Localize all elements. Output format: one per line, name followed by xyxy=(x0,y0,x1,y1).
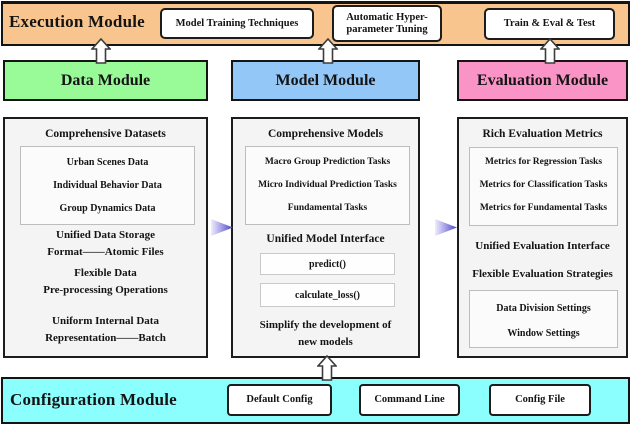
list-item: Macro Group Prediction Tasks xyxy=(264,157,391,167)
exec-box-train-eval-test: Train & Eval & Test xyxy=(484,8,615,40)
list-item: Data Division Settings xyxy=(496,303,591,314)
list-item: Urban Scenes Data xyxy=(66,157,149,168)
exec-box-label: Automatic Hyper-parameter Tuning xyxy=(346,11,428,35)
config-box-label: Command Line xyxy=(374,394,445,405)
evaluation-interface-header: Unified Evaluation Interface xyxy=(475,240,610,252)
model-section-header: Comprehensive Models xyxy=(267,128,384,140)
exec-box-model-training-techniques: Model Training Techniques xyxy=(160,8,314,39)
list-item: Window Settings xyxy=(507,328,580,339)
up-arrow-icon xyxy=(317,355,337,381)
list-item: Metrics for Regression Tasks xyxy=(484,157,603,167)
model-module-header: Model Module xyxy=(231,60,420,101)
feature-line: Pre-processing Operations xyxy=(43,284,168,296)
list-item: Micro Individual Prediction Tasks xyxy=(258,180,397,190)
list-item: Metrics for Fundamental Tasks xyxy=(479,203,608,213)
feature-line: Unified Data Storage xyxy=(56,229,155,241)
data-feature-representation: Uniform Internal Data Representation——Ba… xyxy=(5,313,206,347)
model-interface-header: Unified Model Interface xyxy=(266,233,385,245)
evaluation-module-title: Evaluation Module xyxy=(476,71,609,89)
evaluation-module-header: Evaluation Module xyxy=(457,60,628,101)
list-item: Fundamental Tasks xyxy=(287,203,368,213)
up-arrow-icon xyxy=(91,38,111,64)
up-arrow-icon xyxy=(318,38,338,64)
datasets-list: Urban Scenes Data Individual Behavior Da… xyxy=(20,146,195,225)
feature-line: Representation——Batch xyxy=(45,332,166,344)
exec-box-automatic-hyperparameter-tuning: Automatic Hyper-parameter Tuning xyxy=(332,5,442,42)
configuration-module-title: Configuration Module xyxy=(10,390,177,409)
up-arrow-icon xyxy=(540,38,560,64)
data-module-content: Comprehensive Datasets Urban Scenes Data… xyxy=(3,117,208,358)
evaluation-section-header: Rich Evaluation Metrics xyxy=(482,128,603,140)
config-box-label: Default Config xyxy=(246,394,313,405)
evaluation-strategies-header: Flexible Evaluation Strategies xyxy=(472,268,613,280)
method-label: calculate_loss() xyxy=(295,289,360,301)
list-item: Metrics for Classification Tasks xyxy=(479,180,608,190)
settings-list: Data Division Settings Window Settings xyxy=(469,290,618,348)
data-module-header: Data Module xyxy=(3,60,208,101)
model-note: Simplify the development of new models xyxy=(233,317,418,351)
method-label: predict() xyxy=(308,258,347,270)
list-item: Group Dynamics Data xyxy=(59,203,156,214)
right-arrow-icon xyxy=(211,219,233,236)
config-box-default-config: Default Config xyxy=(227,384,332,416)
right-arrow-icon xyxy=(435,219,457,236)
model-module-title: Model Module xyxy=(275,71,376,89)
config-box-label: Config File xyxy=(515,394,565,405)
execution-module-title: Execution Module xyxy=(9,12,145,31)
feature-line: Uniform Internal Data xyxy=(52,315,159,327)
data-feature-preprocessing: Flexible Data Pre-processing Operations xyxy=(5,265,206,299)
tasks-list: Macro Group Prediction Tasks Micro Indiv… xyxy=(245,146,410,225)
feature-line: Format——Atomic Files xyxy=(47,246,164,258)
note-line: new models xyxy=(298,336,353,348)
model-module-content: Comprehensive Models Macro Group Predict… xyxy=(231,117,420,358)
note-line: Simplify the development of xyxy=(259,319,392,331)
exec-box-label: Train & Eval & Test xyxy=(503,18,596,29)
exec-box-label: Model Training Techniques xyxy=(175,17,299,29)
metrics-list: Metrics for Regression Tasks Metrics for… xyxy=(469,147,618,226)
calculate-loss-method-box: calculate_loss() xyxy=(260,283,395,307)
predict-method-box: predict() xyxy=(260,253,395,275)
data-section-header: Comprehensive Datasets xyxy=(45,128,166,140)
list-item: Individual Behavior Data xyxy=(53,180,162,191)
evaluation-module-content: Rich Evaluation Metrics Metrics for Regr… xyxy=(457,117,628,358)
data-module-title: Data Module xyxy=(60,71,151,89)
config-box-command-line: Command Line xyxy=(359,384,460,416)
data-feature-storage: Unified Data Storage Format——Atomic File… xyxy=(5,227,206,261)
config-box-config-file: Config File xyxy=(489,384,591,416)
feature-line: Flexible Data xyxy=(74,267,137,279)
